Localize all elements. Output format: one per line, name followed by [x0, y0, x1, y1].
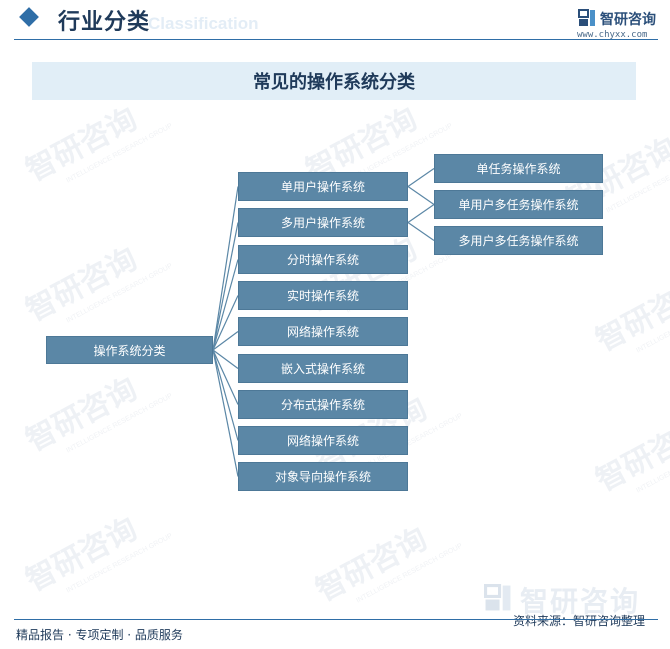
- level1-node: 网络操作系统: [238, 426, 408, 455]
- connector-line: [212, 331, 239, 351]
- section-title: 行业分类: [58, 10, 151, 35]
- level1-node: 嵌入式操作系统: [238, 354, 408, 383]
- diagram-title-band: 常见的操作系统分类: [32, 62, 636, 100]
- brand-url: www.chyxx.com: [577, 30, 648, 40]
- level1-node: 实时操作系统: [238, 281, 408, 310]
- connector-line: [212, 295, 239, 351]
- source-note: 资料来源：智研咨询整理: [513, 614, 646, 628]
- connector-line: [212, 259, 239, 351]
- level1-node: 分布式操作系统: [238, 390, 408, 419]
- connector-line: [407, 168, 435, 187]
- connector-line: [212, 186, 239, 351]
- section-ghost-text: Classification: [148, 14, 259, 33]
- connector-line: [407, 204, 435, 223]
- level1-node: 分时操作系统: [238, 245, 408, 274]
- level1-node: 单用户操作系统: [238, 172, 408, 201]
- footer-watermark-text: 智研咨询: [520, 585, 641, 618]
- level2-node: 单任务操作系统: [434, 154, 603, 183]
- connector-line: [212, 349, 239, 405]
- level1-node: 对象导向操作系统: [238, 462, 408, 491]
- connector-line: [407, 222, 435, 241]
- level2-node: 单用户多任务操作系统: [434, 190, 603, 219]
- diagram-title: 常见的操作系统分类: [253, 72, 415, 93]
- level2-node: 多用户多任务操作系统: [434, 226, 603, 255]
- level1-node: 网络操作系统: [238, 317, 408, 346]
- brand-name: 智研咨询: [600, 12, 656, 28]
- footer-divider: [14, 619, 658, 620]
- level1-node: 多用户操作系统: [238, 208, 408, 237]
- connector-line: [407, 186, 435, 205]
- connector-line: [212, 349, 239, 441]
- zhiyan-logo-icon: [578, 9, 595, 26]
- header-divider: [14, 39, 658, 40]
- footer-slogan: 精品报告 · 专项定制 · 品质服务: [16, 628, 183, 642]
- connector-line: [212, 349, 239, 477]
- connector-line: [212, 222, 239, 351]
- connector-line: [212, 349, 239, 369]
- root-node: 操作系统分类: [46, 336, 213, 364]
- footer-logo-icon: [484, 584, 511, 611]
